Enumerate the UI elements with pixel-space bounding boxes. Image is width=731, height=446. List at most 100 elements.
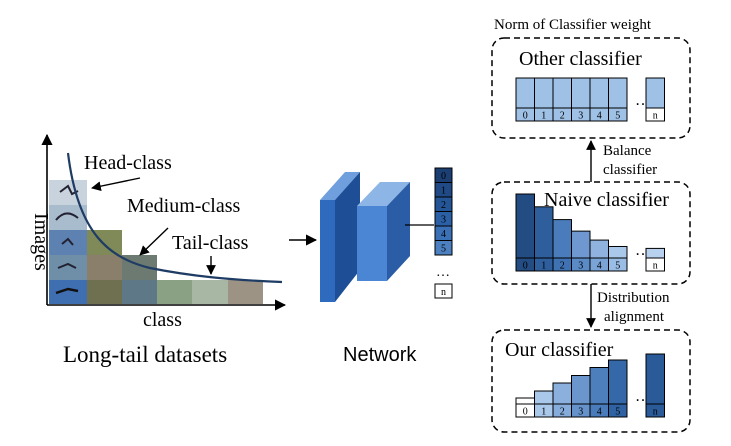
- network-layer-front: [357, 206, 387, 281]
- classifier-bar: [608, 359, 628, 405]
- classifier-bar: [534, 390, 554, 405]
- index-label: 3: [578, 407, 583, 418]
- balance-label-line1: Balance: [603, 143, 652, 159]
- index-label: 1: [541, 111, 546, 122]
- index-label-n: n: [653, 111, 658, 122]
- distribution-label-line1: Distribution: [597, 290, 670, 306]
- network-layer-top: [357, 182, 410, 206]
- classifier-bar-n: [645, 247, 665, 259]
- index-label: 5: [615, 407, 620, 418]
- output-cell-n-label: n: [441, 287, 446, 298]
- network-label: Network: [343, 344, 417, 366]
- index-label: 3: [578, 111, 583, 122]
- classifier-bar: [571, 230, 591, 259]
- classifier-bar: [515, 193, 535, 259]
- long-tail-panel: Head-class Medium-class Tail-class Image…: [30, 133, 287, 367]
- thumbnail-image: [49, 255, 87, 280]
- other-classifier-box: [491, 37, 691, 139]
- index-label: 0: [523, 407, 528, 418]
- index-label: 0: [523, 261, 528, 272]
- output-vector: 0 1 2 3 4 5: [434, 167, 453, 256]
- classifier-bar: [534, 77, 554, 109]
- medium-arrow: [139, 227, 169, 256]
- thumbnail-image: [87, 280, 122, 304]
- network-block: 0 1 2 3 4 5 … n Network: [320, 167, 453, 366]
- classifier-bar: [552, 219, 572, 259]
- index-cell-n: [645, 257, 665, 272]
- dataset-title: Long-tail datasets: [63, 342, 227, 367]
- classifier-bar: [589, 367, 609, 405]
- distribution-label-line2: alignment: [604, 309, 665, 325]
- network-layer-side: [387, 182, 410, 281]
- output-cell-label: 4: [441, 229, 446, 240]
- panel-header: Norm of Classifier weight: [494, 17, 652, 33]
- thumbnail-image: [157, 280, 192, 304]
- output-cell-label: 3: [441, 215, 446, 226]
- tail-class-label: Tail-class: [172, 232, 249, 254]
- index-label-n: n: [653, 261, 658, 272]
- index-label: 4: [597, 111, 602, 122]
- index-cell: [608, 257, 628, 272]
- index-label: 2: [560, 407, 565, 418]
- output-cell-label: 5: [441, 244, 446, 255]
- output-ellipsis: …: [436, 265, 450, 280]
- classifier-bar: [534, 206, 554, 259]
- index-label-n: n: [653, 407, 658, 418]
- network-layer-top: [320, 172, 360, 200]
- network-layer-side: [335, 172, 360, 302]
- index-label: 1: [541, 407, 546, 418]
- bird-silhouette: [55, 287, 79, 295]
- classifier-bar: [589, 239, 609, 259]
- index-cell-n: [645, 403, 665, 418]
- other-classifier-title: Other classifier: [519, 48, 642, 70]
- our-classifier-box: [491, 329, 691, 433]
- y-axis-label: Images: [30, 213, 52, 271]
- classifier-bar: [515, 397, 535, 405]
- thumbnail-image: [49, 280, 87, 304]
- thumbnail-image: [49, 180, 87, 205]
- head-arrow: [91, 177, 141, 191]
- classifier-panel: Norm of Classifier weight Other classifi…: [491, 17, 691, 433]
- output-cell-label: 0: [441, 171, 446, 182]
- bird-silhouette: [57, 262, 77, 269]
- our-classifier-title: Our classifier: [505, 339, 614, 361]
- classifier-bar: [571, 77, 591, 109]
- index-label: 5: [615, 261, 620, 272]
- classifier-bar: [608, 77, 628, 109]
- thumbnail-image: [228, 280, 263, 304]
- index-label: 2: [560, 111, 565, 122]
- classifier-bar: [608, 245, 628, 259]
- thumbnail-image: [192, 280, 228, 304]
- thumbnail-image: [49, 230, 87, 255]
- bird-silhouette: [61, 237, 74, 246]
- medium-class-label: Medium-class: [127, 195, 241, 217]
- index-label: 0: [523, 111, 528, 122]
- network-layer-front: [320, 200, 335, 302]
- long-tail-curve: [66, 152, 283, 284]
- x-axis-label: class: [143, 309, 182, 331]
- thumbnail-image: [87, 230, 122, 255]
- output-cell: [434, 240, 453, 256]
- index-label: 3: [578, 261, 583, 272]
- index-label: 1: [541, 261, 546, 272]
- head-class-label: Head-class: [84, 152, 172, 174]
- output-cell-label: 2: [441, 200, 446, 211]
- index-label: 4: [597, 261, 602, 272]
- output-cell-label: 1: [441, 186, 446, 197]
- thumbnail-image: [87, 255, 122, 280]
- index-label: 2: [560, 261, 565, 272]
- index-label: 5: [615, 111, 620, 122]
- classifier-bar: [571, 375, 591, 405]
- classifier-bar-n: [645, 353, 665, 405]
- index-cell-n: [645, 107, 665, 122]
- classifier-bar: [515, 77, 535, 109]
- index-cell: [608, 107, 628, 122]
- balance-label-line2: classifier: [603, 162, 657, 178]
- output-cell-n: [434, 283, 453, 299]
- classifier-bar-n: [645, 77, 665, 109]
- classifier-bar: [552, 77, 572, 109]
